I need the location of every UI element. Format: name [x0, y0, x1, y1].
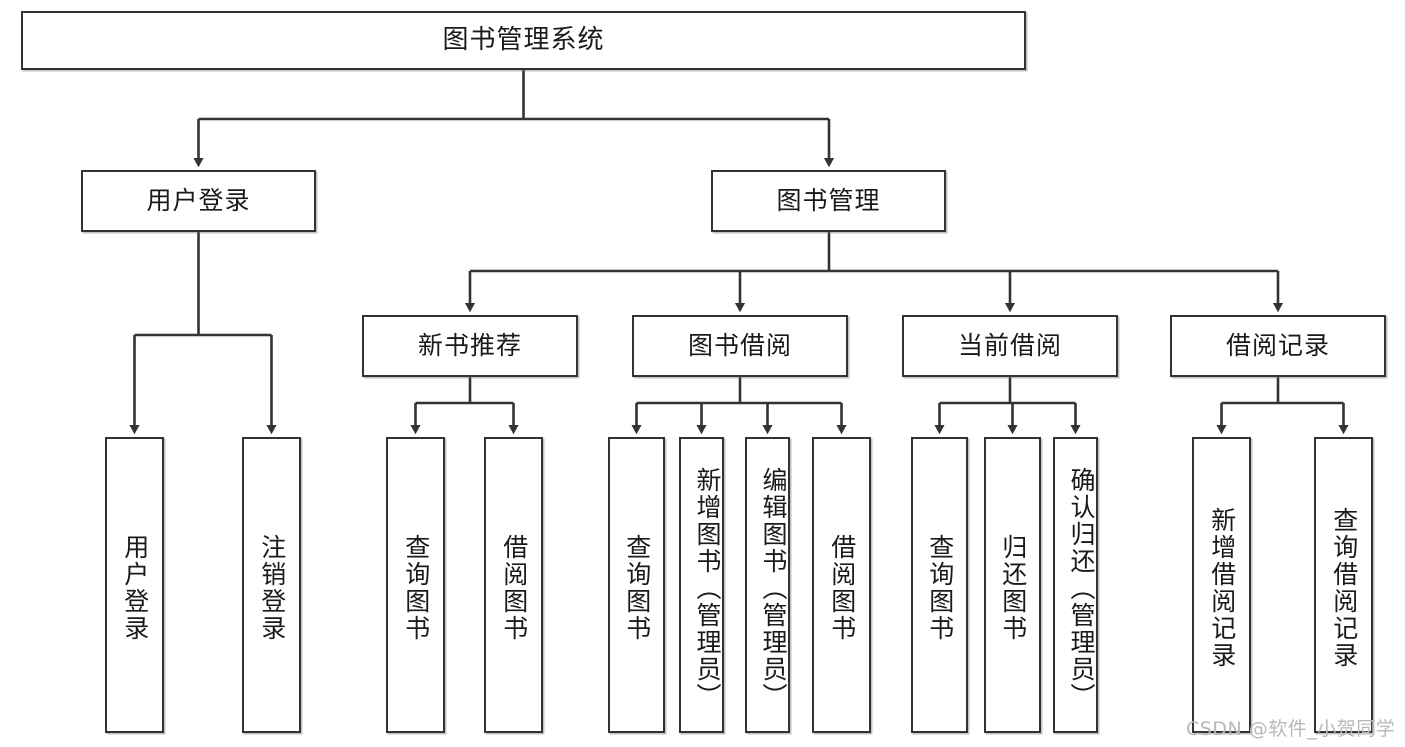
- node-leaf-return-book[interactable]: 归还图书: [984, 437, 1041, 733]
- node-leaf-add-book-label: 新增图书（管理员）: [693, 466, 722, 710]
- node-current-borrow-label: 当前借阅: [957, 331, 1062, 360]
- node-leaf-borrow-book-1[interactable]: 借阅图书: [484, 437, 543, 733]
- node-book-manage[interactable]: 图书管理: [711, 170, 946, 232]
- node-leaf-query-record-label: 查询借阅记录: [1329, 507, 1359, 669]
- node-borrow-record[interactable]: 借阅记录: [1170, 315, 1386, 377]
- node-leaf-logout[interactable]: 注销登录: [242, 437, 301, 733]
- watermark: CSDN @软件_小贺同学: [1186, 718, 1396, 740]
- node-user-login[interactable]: 用户登录: [81, 170, 316, 232]
- node-leaf-user-login-label: 用户登录: [120, 534, 150, 642]
- node-book-borrow-label: 图书借阅: [687, 331, 792, 360]
- node-leaf-confirm-return[interactable]: 确认归还（管理员）: [1053, 437, 1098, 733]
- node-new-book-recommend[interactable]: 新书推荐: [362, 315, 578, 377]
- node-leaf-query-book-1[interactable]: 查询图书: [386, 437, 445, 733]
- node-leaf-query-book-2[interactable]: 查询图书: [608, 437, 665, 733]
- node-leaf-edit-book[interactable]: 编辑图书（管理员）: [745, 437, 790, 733]
- node-leaf-add-book[interactable]: 新增图书（管理员）: [679, 437, 724, 733]
- node-new-book-recommend-label: 新书推荐: [417, 331, 522, 360]
- node-leaf-add-record-label: 新增借阅记录: [1207, 507, 1237, 669]
- node-leaf-logout-label: 注销登录: [257, 534, 287, 642]
- node-leaf-edit-book-label: 编辑图书（管理员）: [759, 466, 788, 710]
- node-leaf-return-book-label: 归还图书: [998, 534, 1028, 642]
- node-root[interactable]: 图书管理系统: [21, 11, 1026, 70]
- node-borrow-record-label: 借阅记录: [1225, 331, 1330, 360]
- node-leaf-user-login[interactable]: 用户登录: [105, 437, 164, 733]
- node-leaf-query-record[interactable]: 查询借阅记录: [1314, 437, 1373, 733]
- node-current-borrow[interactable]: 当前借阅: [902, 315, 1118, 377]
- node-leaf-borrow-book-2[interactable]: 借阅图书: [812, 437, 871, 733]
- node-leaf-query-book-1-label: 查询图书: [401, 534, 431, 642]
- node-root-label: 图书管理系统: [442, 24, 605, 55]
- node-leaf-borrow-book-1-label: 借阅图书: [499, 534, 529, 642]
- node-leaf-confirm-return-label: 确认归还（管理员）: [1067, 466, 1096, 710]
- node-leaf-borrow-book-2-label: 借阅图书: [827, 534, 857, 642]
- node-leaf-query-book-3[interactable]: 查询图书: [911, 437, 968, 733]
- node-book-borrow[interactable]: 图书借阅: [632, 315, 848, 377]
- node-leaf-query-book-3-label: 查询图书: [925, 534, 955, 642]
- node-user-login-label: 用户登录: [146, 186, 251, 215]
- node-book-manage-label: 图书管理: [776, 186, 881, 215]
- node-leaf-add-record[interactable]: 新增借阅记录: [1192, 437, 1251, 733]
- node-leaf-query-book-2-label: 查询图书: [622, 534, 652, 642]
